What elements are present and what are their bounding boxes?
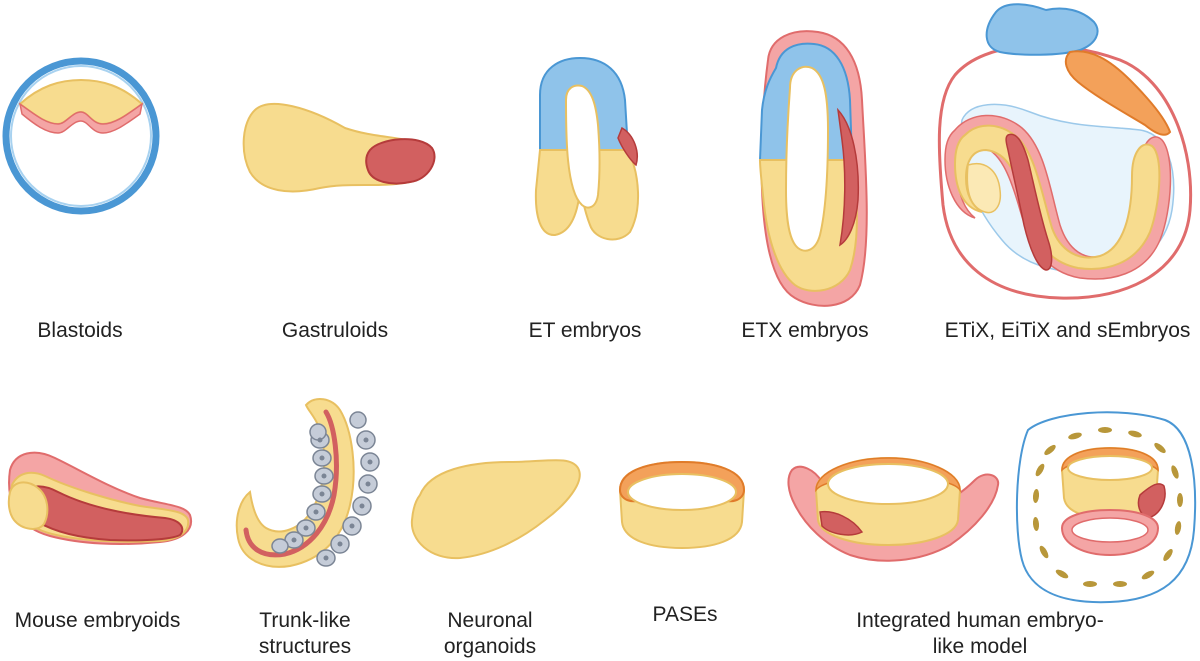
label-neuronal-line-1: Neuronal [447, 609, 533, 632]
label-pases: PASEs [652, 603, 718, 626]
etix-embryo-illustration [937, 3, 1193, 300]
label-gastruloids: Gastruloids [281, 319, 389, 342]
neuronal-organoid-illustration [410, 459, 581, 560]
trunk-like-illustration [235, 398, 380, 568]
label-neuronal-line-2: organoids [443, 635, 537, 658]
label-trunk-like-line-1: Trunk-like [259, 609, 351, 632]
gastruloid-illustration [242, 102, 436, 193]
label-integrated-line-1: Integrated human embryo- [856, 609, 1104, 632]
label-mouse-embryoids: Mouse embryoids [14, 609, 181, 632]
integrated-model-illustration-2 [1015, 411, 1197, 604]
etx-embryo-illustration [758, 30, 868, 307]
label-integrated-line-2: like model [932, 635, 1028, 658]
label-trunk-like-line-2: structures [258, 635, 352, 658]
trophoblast-dashes [1032, 427, 1183, 587]
integrated-model-illustration [787, 456, 1000, 562]
label-integrated-model: Integrated human embryo- like model [820, 608, 1140, 660]
label-blastoids: Blastoids [37, 319, 123, 342]
label-trunk-like-structures: Trunk-like structures [220, 608, 390, 660]
blastoid-illustration [2, 57, 160, 215]
et-embryo-illustration [534, 56, 639, 241]
mouse-embryoid-illustration [7, 451, 193, 545]
label-etix: ETiX, EiTiX and sEmbryos [944, 319, 1191, 342]
label-et-embryos: ET embryos [528, 319, 642, 342]
pase-illustration [618, 460, 746, 550]
label-etx-embryos: ETX embryos [741, 319, 869, 342]
label-neuronal-organoids: Neuronal organoids [420, 608, 560, 660]
